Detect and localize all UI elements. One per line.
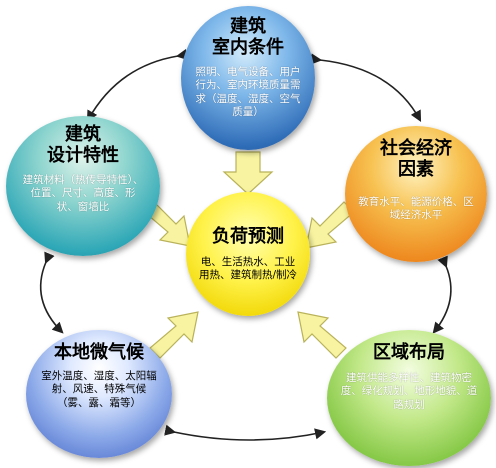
node-indoor-conditions: 建筑 室内条件 照明、电气设备、用户行为、室内环境质量需求（温度、湿度、空气质量… — [181, 6, 315, 150]
node-indoor-title: 建筑 室内条件 — [181, 16, 315, 58]
node-indoor-desc: 照明、电气设备、用户行为、室内环境质量需求（温度、湿度、空气质量） — [195, 66, 301, 119]
node-center-title: 负荷预测 — [212, 226, 284, 247]
cycle-arrow-social-region — [432, 255, 452, 334]
node-social-title: 社会经济 因素 — [345, 138, 487, 180]
node-socioeconomic: 社会经济 因素 教育水平、能源价格、区域经济水平 — [345, 126, 487, 262]
node-regional-layout: 区域布局 建筑供能多样性、建筑物密度、绿化规划、地形地貌、道路规划 — [327, 330, 491, 466]
block-arrow-bottom-right — [297, 311, 347, 359]
node-social-title-text: 社会经济 因素 — [380, 138, 452, 181]
node-climate-desc: 室外温度、湿度、太阳辐射、风速、特殊气候（雾、露、霜等） — [41, 370, 157, 409]
node-social-desc: 教育水平、能源价格、区域经济水平 — [358, 196, 474, 222]
block-arrow-bottom-left — [149, 311, 199, 359]
node-indoor-title-text: 建筑 室内条件 — [212, 16, 284, 59]
block-arrow-top — [222, 151, 274, 195]
cycle-arrow-indoor-social — [310, 53, 422, 122]
node-load-forecast: 负荷预测 电、生活热水、工业用热、建筑制热/制冷 — [186, 192, 310, 316]
cycle-arrow-indoor-design — [86, 49, 188, 122]
node-design-characteristics: 建筑 设计特性 建筑材料（热传导特性）、位置、尺寸、高度、形状、窗墙比 — [6, 116, 160, 256]
node-design-title: 建筑 设计特性 — [6, 124, 160, 166]
node-design-desc: 建筑材料（热传导特性）、位置、尺寸、高度、形状、窗墙比 — [22, 174, 144, 213]
node-region-title: 区域布局 — [373, 342, 445, 363]
block-arrows — [141, 151, 355, 359]
cycle-arrow-climate-region — [164, 424, 327, 441]
cycle-arrow-design-climate — [39, 251, 64, 334]
node-design-title-text: 建筑 设计特性 — [47, 124, 119, 167]
node-local-microclimate: 本地微气候 室外温度、湿度、太阳辐射、风速、特殊气候（雾、露、霜等） — [26, 330, 172, 458]
node-center-desc: 电、生活热水、工业用热、建筑制热/制冷 — [198, 256, 298, 282]
node-region-desc: 建筑供能多样性、建筑物密度、绿化规划、地形地貌、道路规划 — [340, 372, 478, 411]
node-climate-title: 本地微气候 — [54, 342, 144, 363]
block-arrow-right — [305, 201, 355, 249]
